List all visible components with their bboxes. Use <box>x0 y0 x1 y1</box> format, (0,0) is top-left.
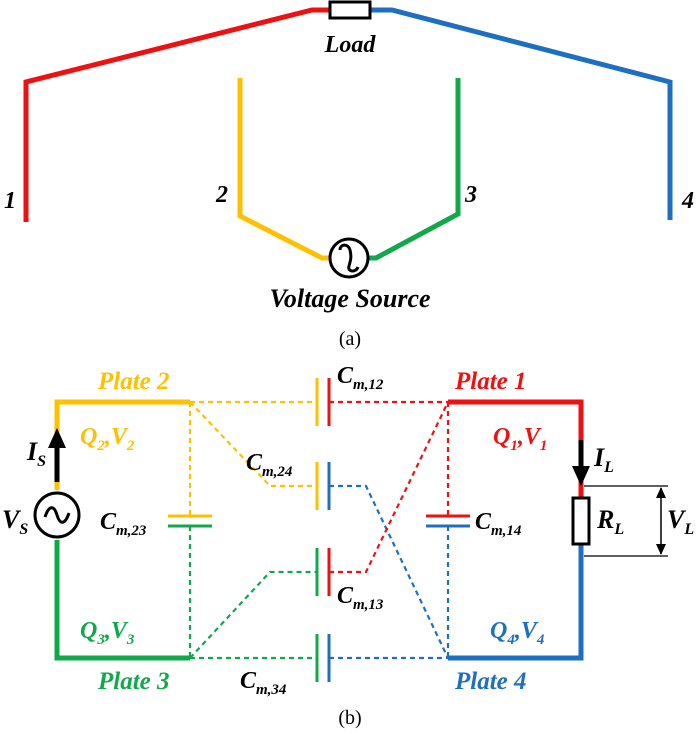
cm34-label: Cm,34 <box>240 668 287 698</box>
capacitor-cm14-icon <box>426 514 470 528</box>
plate-4-label: Plate 4 <box>454 668 527 695</box>
capacitor-cm23-icon <box>168 514 212 528</box>
cm24-label: Cm,24 <box>246 450 293 480</box>
q3-v3-label: Q3,V3 <box>80 618 135 648</box>
panel-b: Plate 2 Plate 1 Plate 3 Plate 4 Q2,V2 Q1… <box>2 363 694 729</box>
wire-2-label: 2 <box>215 182 228 208</box>
cm12-label: Cm,12 <box>337 363 384 393</box>
plate-1-label: Plate 1 <box>454 368 527 395</box>
coupling-lines <box>188 400 450 660</box>
wire-2 <box>237 78 330 261</box>
current-is-arrow-icon <box>48 428 66 482</box>
wire-1 <box>23 7 330 222</box>
q4-v4-label: Q4,V4 <box>490 618 545 648</box>
capacitor-cm12-icon <box>315 378 331 426</box>
plate-3-label: Plate 3 <box>97 668 170 695</box>
cm13-label: Cm,13 <box>337 583 384 613</box>
caption-a: (a) <box>339 328 361 350</box>
capacitor-cm13-icon <box>315 548 331 596</box>
is-label: IS <box>26 437 46 470</box>
load-resistor <box>328 0 372 20</box>
ac-source-icon <box>328 237 370 279</box>
panel-a: Load 1 2 3 4 Voltage Source (a) <box>4 0 694 350</box>
load-label: Load <box>324 32 377 58</box>
vs-label: VS <box>2 505 28 538</box>
current-il-arrow-icon <box>572 440 590 486</box>
rl-label: RL <box>596 505 624 538</box>
caption-b: (b) <box>338 707 361 729</box>
capacitor-cm34-icon <box>315 634 331 682</box>
voltage-source-label: Voltage Source <box>269 284 430 313</box>
cm23-label: Cm,23 <box>100 509 147 539</box>
wire-1-label: 1 <box>4 188 16 214</box>
plate-4-wire <box>448 544 584 661</box>
wire-4 <box>370 7 673 220</box>
ac-source-vs-icon <box>33 491 81 539</box>
vl-label: VL <box>667 505 694 538</box>
voltage-vl-marker <box>584 485 668 557</box>
capacitor-cm24-icon <box>315 462 331 510</box>
cm14-label: Cm,14 <box>475 509 522 539</box>
wire-3-label: 3 <box>464 182 477 208</box>
plate-2-label: Plate 2 <box>97 368 170 395</box>
load-resistor-rl <box>571 496 591 546</box>
q2-v2-label: Q2,V2 <box>80 424 135 454</box>
il-label: IL <box>593 443 614 476</box>
plate-3-wire <box>54 540 190 661</box>
q1-v1-label: Q1,V1 <box>493 424 547 454</box>
wire-4-label: 4 <box>681 188 694 214</box>
wire-3 <box>368 78 461 261</box>
